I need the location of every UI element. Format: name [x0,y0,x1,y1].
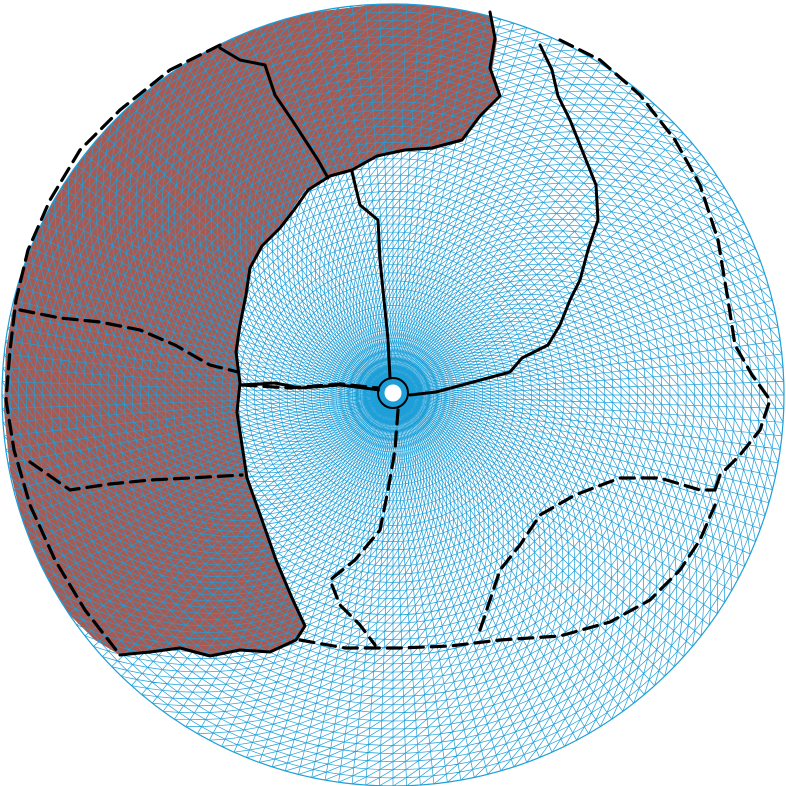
dashed-inner-south [328,408,400,647]
inner-divider-2 [218,46,267,67]
pole-ring [379,379,407,407]
map-outline [1,3,785,786]
dashed-outer-west [4,43,222,657]
dashed-boundaries [4,38,772,657]
dashed-outer-east [558,38,772,492]
pole-ring-outline [377,377,409,409]
sector-line-north [350,170,392,380]
dashed-west-2 [28,460,244,492]
dashed-pole-west [240,382,380,390]
inner-divider [263,63,330,180]
coastline-east [408,43,600,397]
dashed-inner-se [478,476,717,632]
coastline-west [118,10,502,658]
dashed-west-1 [18,308,240,374]
